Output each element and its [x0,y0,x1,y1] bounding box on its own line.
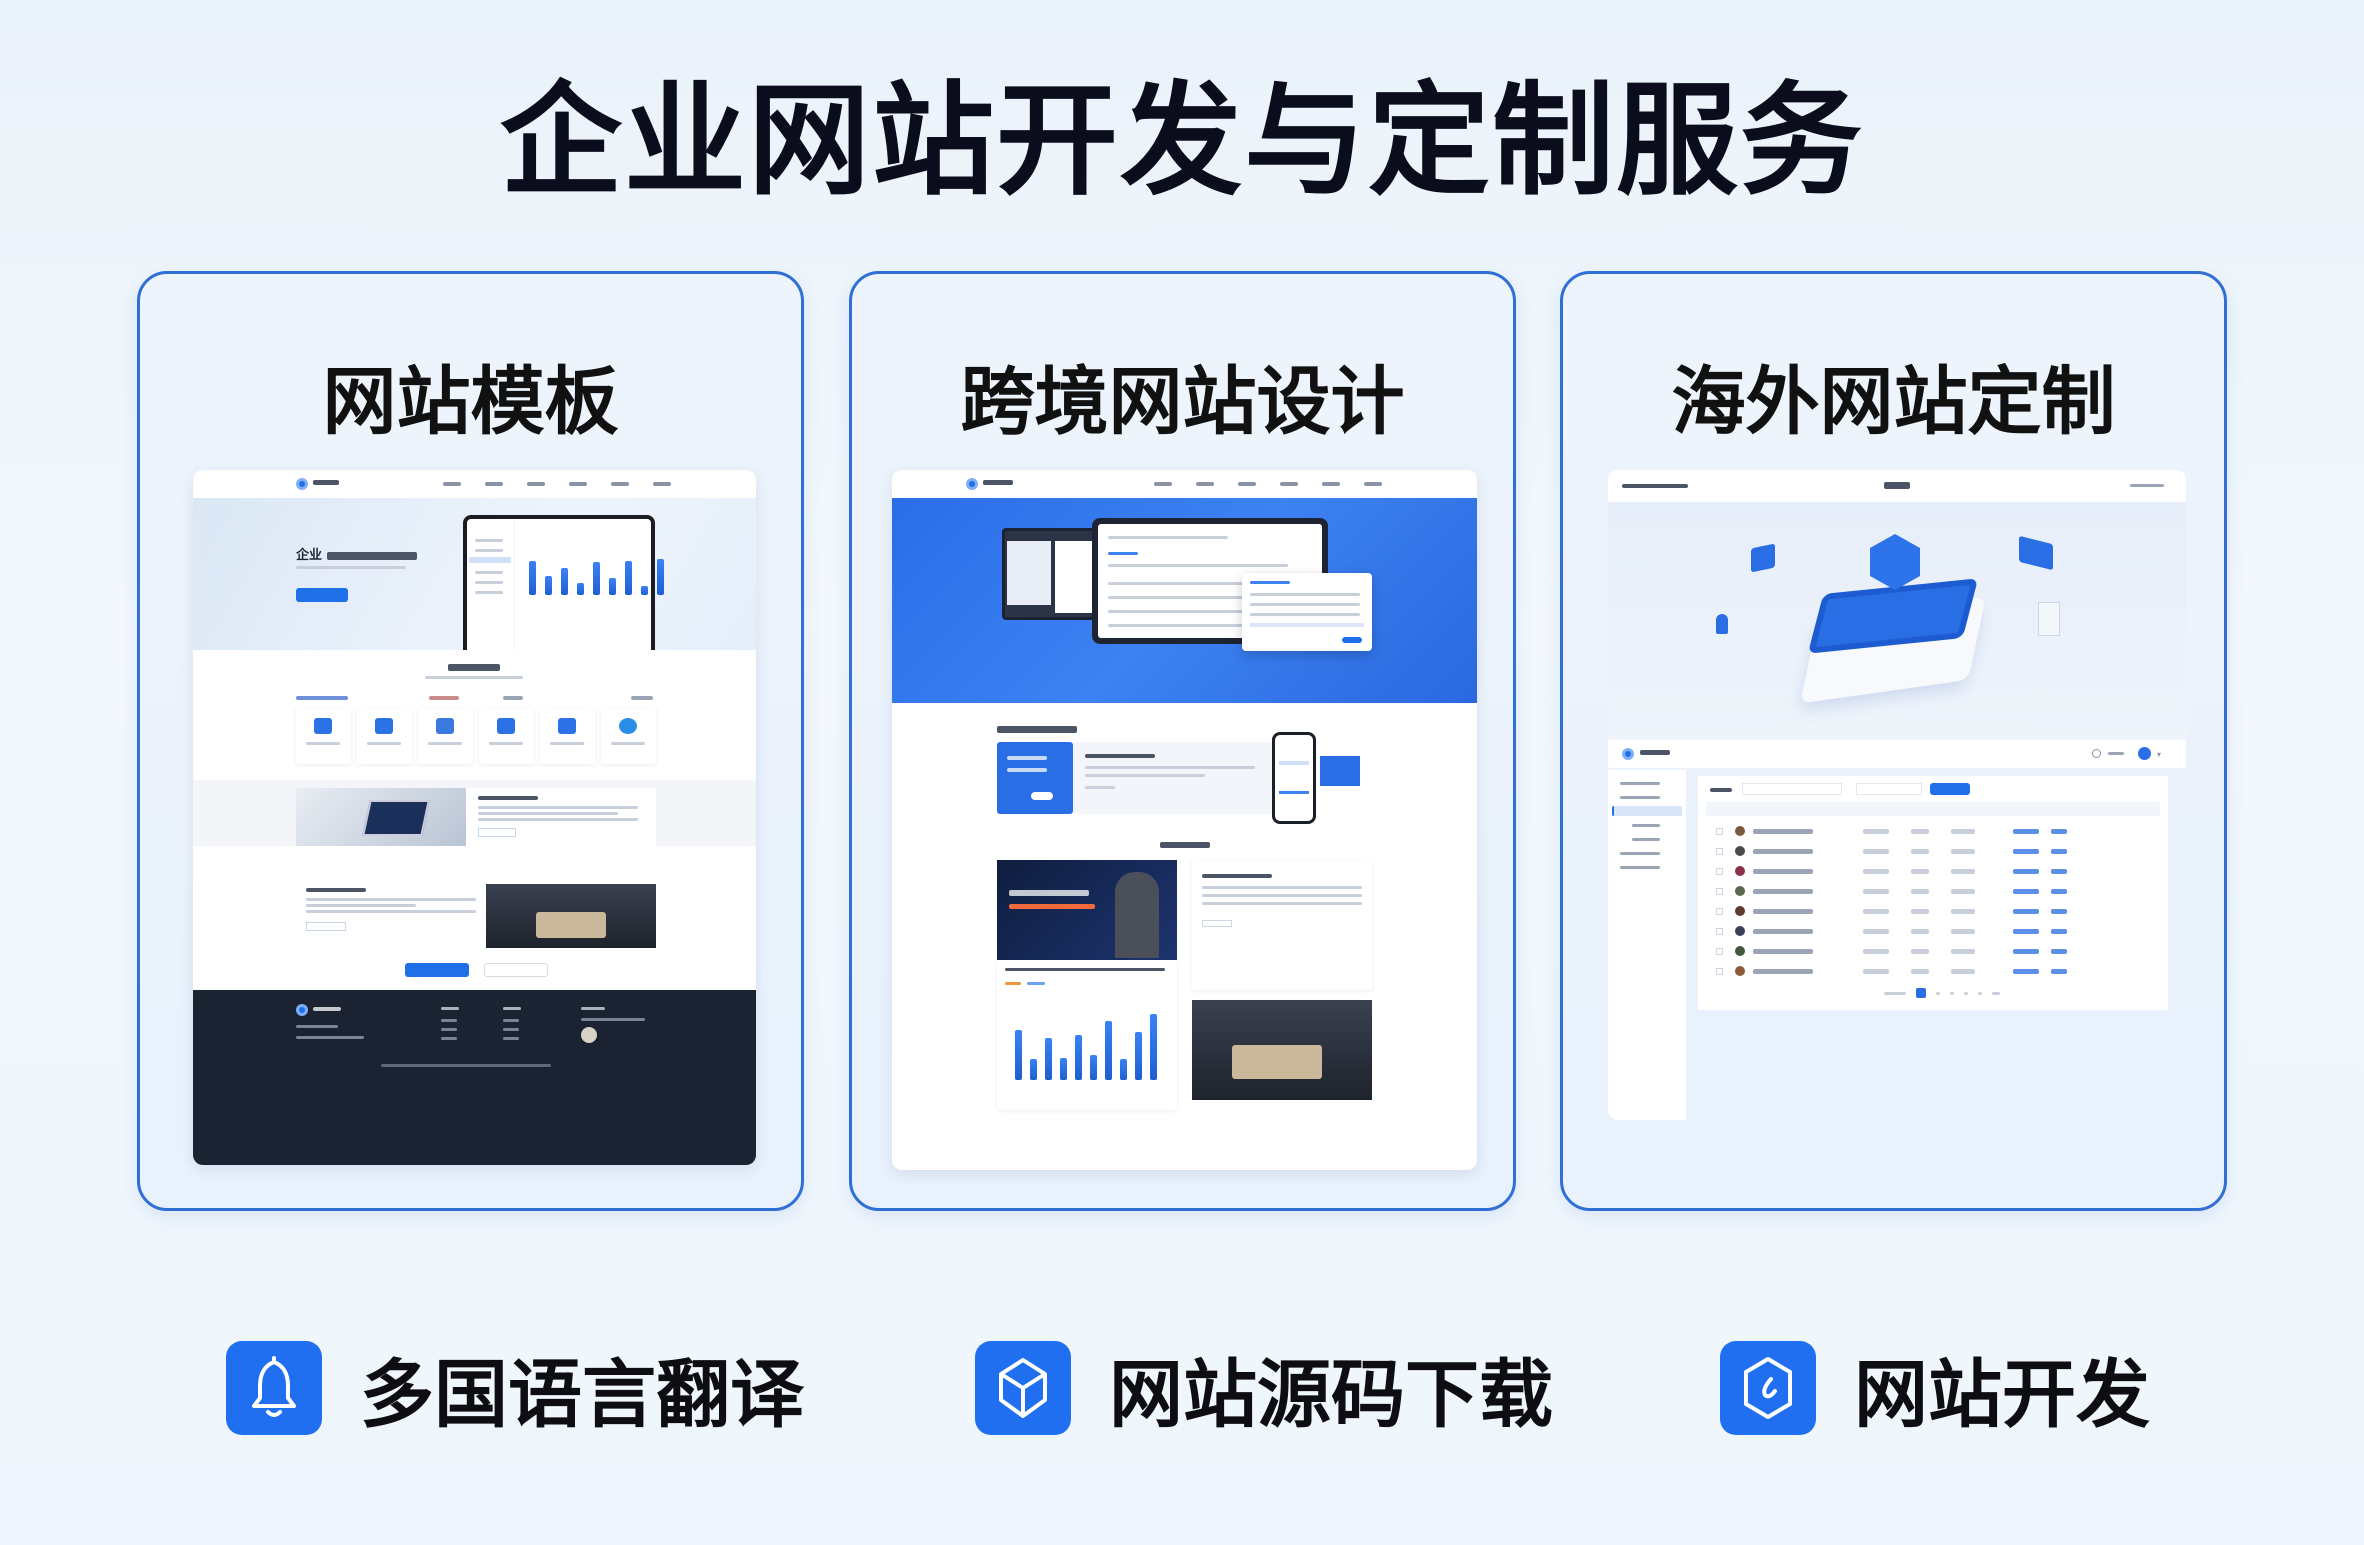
date-input[interactable] [1856,783,1922,795]
hero-cta-button[interactable] [296,588,348,602]
mock-footer [193,990,756,1165]
card-title: 网站模板 [322,359,619,445]
website-template-preview: 企业 [193,470,756,1165]
qr-badge [581,1027,597,1043]
dashboard-header: ▾ [1608,740,2186,768]
feature-label: 网站源码下载 [1109,1351,1553,1438]
cube-icon [975,1341,1071,1435]
mock-top-bar [1608,470,2186,502]
table-row[interactable] [1710,920,2156,942]
mock-hero [892,498,1477,703]
blue-feature-panel [997,742,1073,814]
card-cross-border-design[interactable]: 跨境网站设计 [849,271,1516,1211]
mock-nav-items [443,482,671,486]
video-thumbnail[interactable] [997,860,1177,960]
mock-nav [892,470,1477,498]
bell-icon [226,1341,322,1435]
card-title: 跨境网站设计 [960,359,1405,445]
table-row[interactable] [1710,860,2156,882]
card-overseas-custom[interactable]: 海外网站定制 ▾ [1560,271,2227,1211]
pagination[interactable] [1884,988,2000,998]
table-row[interactable] [1710,900,2156,922]
user-hex-icon [1870,534,1920,590]
popup-panel [1242,573,1372,651]
logo-icon [966,478,978,490]
laptop-photo [296,788,466,846]
feature-source-download: 网站源码下载 [975,1340,1553,1438]
feature-label: 网站开发 [1854,1351,2150,1438]
page-current[interactable] [1916,988,1926,998]
table-row[interactable] [1710,940,2156,962]
mock-nav [193,470,756,498]
section-heading-2 [1160,842,1210,848]
product-photo [1192,1000,1372,1100]
chevron-down-icon[interactable]: ▾ [2157,750,2162,759]
cross-border-preview [892,470,1477,1170]
footer-logo-icon [296,1004,308,1016]
logo-icon [296,478,308,490]
data-table-panel [1698,776,2168,1010]
section-heading [448,664,500,671]
section-heading [997,726,1077,733]
search-icon[interactable] [2092,749,2101,758]
product-photo [486,884,656,948]
mock-hero: 企业 [193,498,756,650]
page-title: 企业网站开发与定制服务 [500,70,1864,212]
logo-icon [1622,748,1634,760]
card-website-template[interactable]: 网站模板 企业 [137,271,804,1211]
mock-bar-chart [1015,1010,1157,1080]
isometric-illustration [1608,502,2186,740]
hero-title: 企业 [296,548,323,563]
feature-multilanguage: 多国语言翻译 [226,1340,804,1438]
hexagon-code-icon [1720,1341,1816,1435]
dashboard-sidebar [1608,770,1686,1120]
phone-mockup [1272,732,1316,824]
feature-label: 多国语言翻译 [360,1351,804,1438]
table-row[interactable] [1710,880,2156,902]
overseas-preview: ▾ [1608,470,2186,1120]
table-row[interactable] [1710,840,2156,862]
card-title: 海外网站定制 [1671,359,2116,445]
avatar[interactable] [2138,747,2151,760]
laptop-dashboard [463,515,664,650]
sidebar-item-active[interactable] [1612,806,1682,816]
search-input[interactable] [1742,783,1842,795]
table-row[interactable] [1710,960,2156,982]
mock-nav-items [1154,482,1382,486]
product-tiles [296,708,656,764]
table-row[interactable] [1710,820,2156,842]
primary-button[interactable] [405,963,469,977]
secondary-button[interactable] [484,963,548,977]
mock-bar-chart [529,553,664,595]
query-button[interactable] [1930,783,1970,795]
feature-web-development: 网站开发 [1720,1340,2150,1438]
